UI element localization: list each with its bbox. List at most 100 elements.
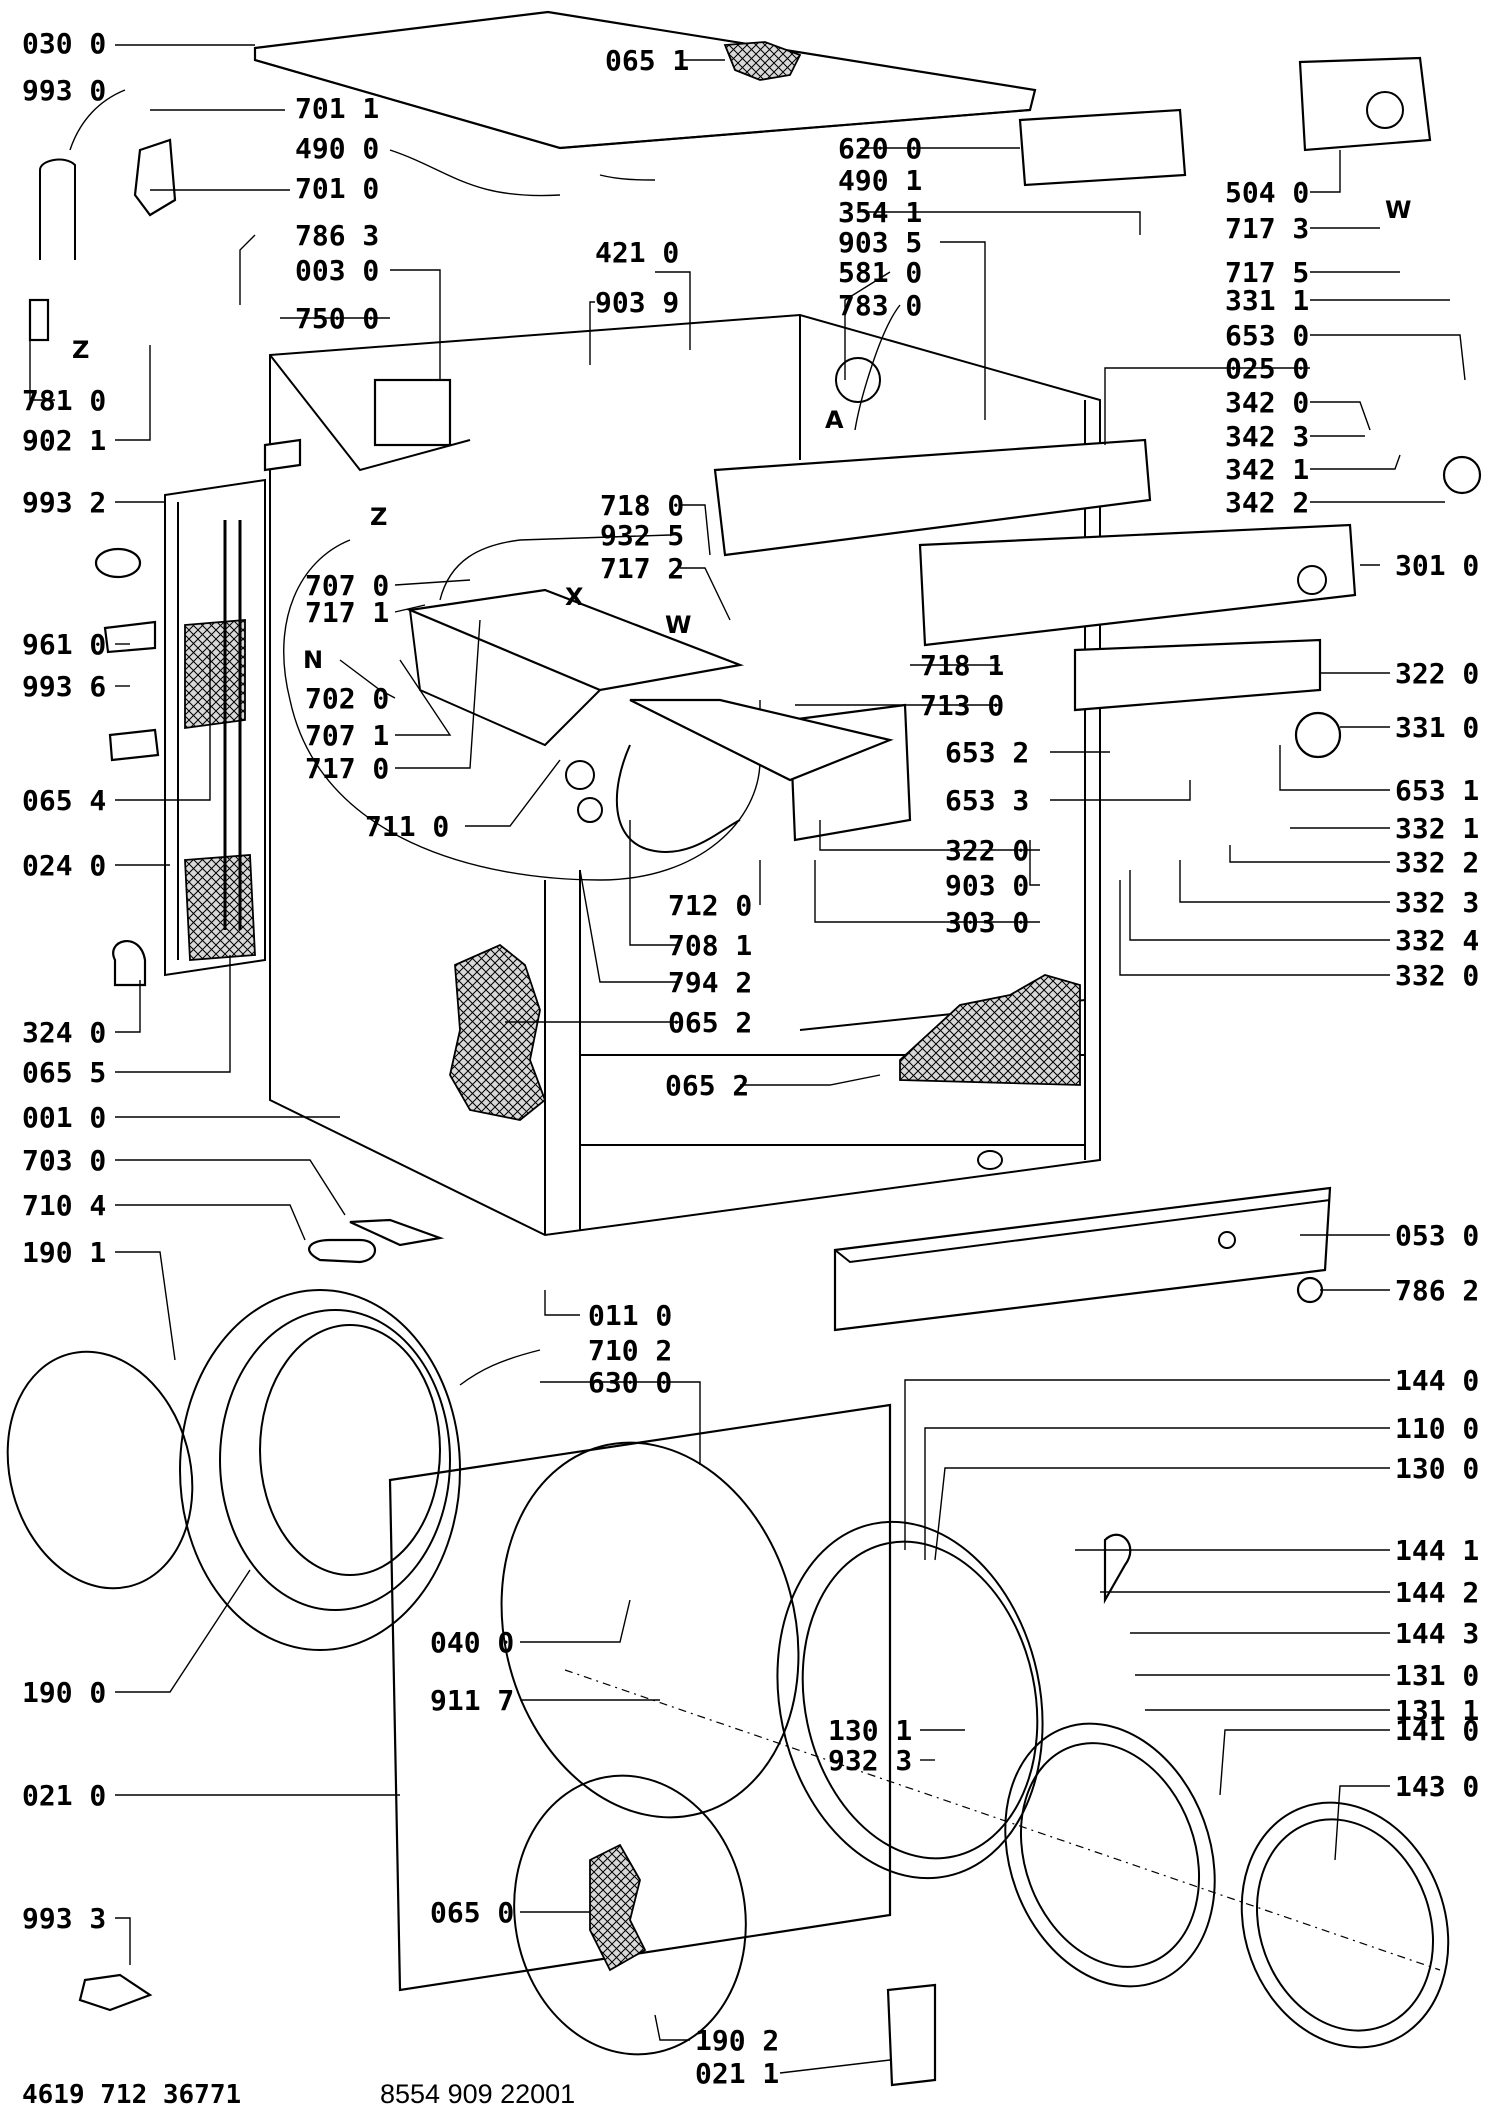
callout-label: 065 2 [665,1069,749,1102]
callout-label: 065 0 [430,1896,514,1929]
callout-label: 040 0 [430,1626,514,1659]
callout-label: 712 0 [668,889,752,922]
plinth-strip [833,1186,1332,1332]
callout-label: 331 1 [1225,284,1309,317]
symbol-w-2: W [665,611,691,639]
callout-label: 065 2 [668,1006,752,1039]
callout-label: 301 0 [1395,549,1479,582]
door-seal [6,1289,461,1651]
callout-label: 911 7 [430,1684,514,1717]
callout-label: 710 4 [22,1189,106,1222]
callout-label: 190 2 [695,2024,779,2057]
callout-label: 190 0 [22,1676,106,1709]
callout-label: 030 0 [22,27,106,60]
callout-label: 332 2 [1395,846,1479,879]
callout-label: 717 3 [1225,212,1309,245]
callout-label: 993 0 [22,74,106,107]
top-cover-plate [253,10,1037,150]
callout-label: 065 1 [605,44,689,77]
callout-label: 053 0 [1395,1219,1479,1252]
callout-label: 630 0 [588,1366,672,1399]
callout-label: 190 1 [22,1236,106,1269]
callout-label: 708 1 [668,929,752,962]
callout-label: 713 0 [920,689,1004,722]
callout-label: 718 1 [920,649,1004,682]
callout-label: 332 4 [1395,924,1479,957]
small-parts [28,138,1132,2087]
callout-label: 303 0 [945,906,1029,939]
callout-label: 702 0 [305,682,389,715]
callout-label: 421 0 [595,236,679,269]
callout-label: 144 1 [1395,1534,1479,1567]
callout-label: 342 2 [1225,486,1309,519]
callout-label: 130 1 [828,1714,912,1747]
callout-label: 144 3 [1395,1617,1479,1650]
callout-label: 653 0 [1225,319,1309,352]
callout-label: 993 3 [22,1902,106,1935]
callout-label: 322 0 [945,834,1029,867]
symbol-n: N [303,646,323,674]
control-panel-assembly [713,56,1482,842]
callout-label: 021 0 [22,1779,106,1812]
callout-label: 332 3 [1395,886,1479,919]
callout-label: 021 1 [695,2057,779,2090]
callout-labels: 030 0 065 1 993 0 701 1 490 0 701 0 786 … [22,27,1479,2090]
callout-label: 717 2 [600,552,684,585]
callout-label: 750 0 [295,302,379,335]
callout-label: 710 2 [588,1334,672,1367]
callout-label: 001 0 [22,1101,106,1134]
callout-label: 003 0 [295,254,379,287]
callout-label: 903 0 [945,869,1029,902]
callout-label: 707 0 [305,569,389,602]
callout-label: 993 2 [22,486,106,519]
callout-label: 490 1 [838,164,922,197]
callout-label: 932 3 [828,1744,912,1777]
callout-label: 653 3 [945,784,1029,817]
document-code-right: 8554 909 22001 [380,2079,575,2109]
detergent-dispenser [405,588,894,853]
symbol-z-1: Z [72,336,89,364]
callout-label: 354 1 [838,196,922,229]
callout-label: 342 0 [1225,386,1309,419]
callout-label: 703 0 [22,1144,106,1177]
callout-label: 717 5 [1225,256,1309,289]
callout-label: 903 9 [595,286,679,319]
callout-label: 902 1 [22,424,106,457]
reference-letters: Z Z A W W X N [72,196,1411,674]
callout-label: 141 0 [1395,1714,1479,1747]
drawing-lines [6,10,1482,2087]
callout-label: 707 1 [305,719,389,752]
callout-label: 324 0 [22,1016,106,1049]
callout-label: 011 0 [588,1299,672,1332]
leader-lines [29,44,1466,2074]
callout-label: 794 2 [668,966,752,999]
callout-label: 717 1 [305,596,389,629]
callout-label: 025 0 [1225,352,1309,385]
callout-label: 130 0 [1395,1452,1479,1485]
callout-label: 653 1 [1395,774,1479,807]
callout-label: 143 0 [1395,1770,1479,1803]
callout-label: 024 0 [22,849,106,882]
callout-label: 110 0 [1395,1412,1479,1445]
side-panel [164,478,266,977]
callout-label: 144 0 [1395,1364,1479,1397]
callout-label: 504 0 [1225,176,1309,209]
callout-label: 932 5 [600,519,684,552]
callout-label: 342 1 [1225,453,1309,486]
callout-label: 490 0 [295,132,379,165]
callout-label: 701 0 [295,172,379,205]
callout-label: 131 0 [1395,1659,1479,1692]
callout-label: 065 5 [22,1056,106,1089]
callout-label: 144 2 [1395,1576,1479,1609]
symbol-x: X [565,583,584,611]
callout-label: 961 0 [22,628,106,661]
callout-label: 065 4 [22,784,106,817]
callout-label: 701 1 [295,92,379,125]
callout-label: 786 3 [295,219,379,252]
footer-codes: 4619 712 36771 8554 909 22001 [22,2079,575,2110]
callout-label: 581 0 [838,256,922,289]
callout-label: 781 0 [22,384,106,417]
callout-label: 322 0 [1395,657,1479,690]
symbol-z-2: Z [370,503,387,531]
document-code-left: 4619 712 36771 [22,2080,241,2110]
